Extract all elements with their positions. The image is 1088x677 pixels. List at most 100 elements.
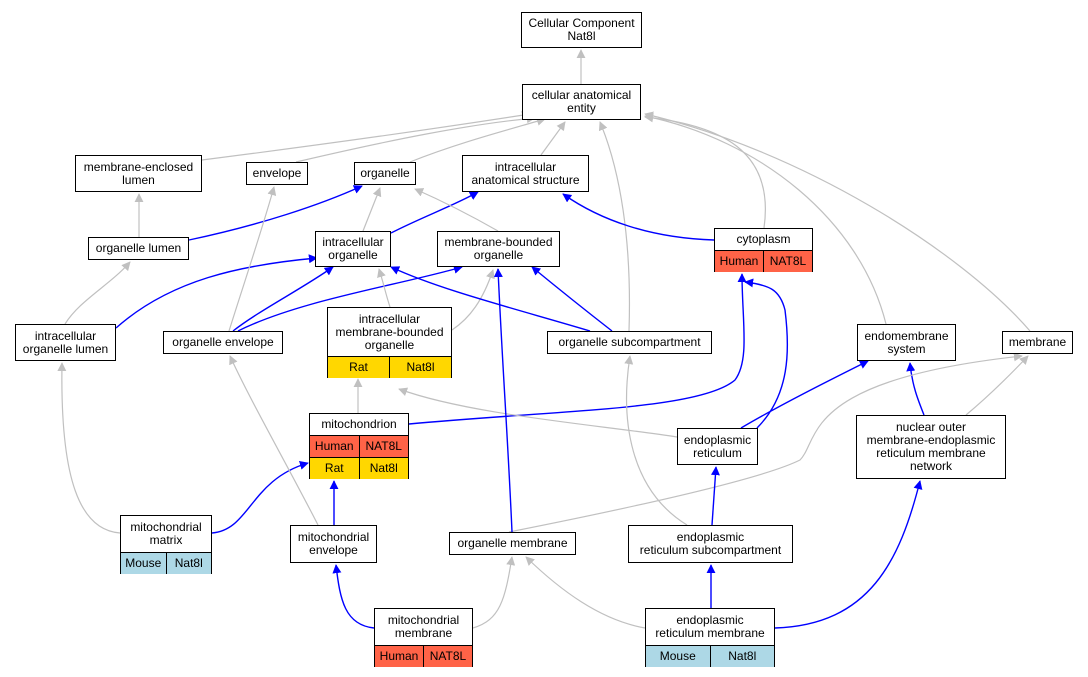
- node-label: intracellular anatomical structure: [471, 159, 580, 187]
- node-mitochondrial-membrane[interactable]: mitochondrial membrane Human NAT8L: [374, 608, 473, 667]
- edge-oe-to-io: [232, 266, 334, 332]
- annotation-row: Mouse Nat8l: [646, 645, 774, 667]
- node-mitochondrion[interactable]: mitochondrion Human NAT8L Rat Nat8l: [309, 413, 409, 479]
- node-intracellular-organelle[interactable]: intracellular organelle: [315, 231, 391, 267]
- species-cell: Human: [310, 436, 359, 457]
- edge-oe-to-env: [228, 186, 277, 332]
- node-intracellular-organelle-lumen[interactable]: intracellular organelle lumen: [15, 324, 116, 361]
- edge-mel-to-cae: [201, 110, 531, 161]
- node-intracellular-anatomical-structure[interactable]: intracellular anatomical structure: [462, 155, 589, 192]
- edge-ersc-to-er: [710, 466, 720, 526]
- edge-er-to-cyto: [744, 278, 789, 429]
- annotation-row: Human NAT8L: [310, 435, 408, 457]
- edge-mmem-to-om: [472, 556, 516, 629]
- node-label: nuclear outer membrane-endoplasmic retic…: [866, 420, 996, 473]
- edge-er-to-ems: [740, 360, 869, 429]
- node-mitochondrial-matrix[interactable]: mitochondrial matrix Mouse Nat8l: [120, 515, 212, 574]
- node-intracellular-membrane-bounded-organelle[interactable]: intracellular membrane-bounded organelle…: [327, 307, 452, 378]
- edge-mm-to-iol: [57, 362, 121, 534]
- edge-nom-to-ems: [906, 362, 925, 416]
- node-endoplasmic-reticulum-membrane[interactable]: endoplasmic reticulum membrane Mouse Nat…: [645, 608, 775, 667]
- edge-mem-to-cae: [644, 111, 1031, 332]
- edge-mm-to-mito: [211, 460, 309, 534]
- node-membrane-enclosed-lumen[interactable]: membrane-enclosed lumen: [75, 155, 202, 192]
- node-label: Cellular Component Nat8l: [528, 16, 635, 43]
- edge-er-to-imbo: [398, 387, 678, 438]
- gene-cell: Nat8l: [358, 458, 408, 479]
- edge-ias-to-cae: [540, 121, 566, 156]
- node-endomembrane-system[interactable]: endomembrane system: [857, 324, 956, 361]
- edge-iol-to-io: [115, 254, 318, 329]
- node-mitochondrial-envelope[interactable]: mitochondrial envelope: [290, 525, 377, 563]
- species-cell: Human: [715, 251, 763, 272]
- node-label: intracellular membrane-bounded organelle: [335, 311, 444, 352]
- gene-cell: NAT8L: [423, 646, 472, 667]
- node-label: mitochondrial matrix: [130, 520, 202, 547]
- node-label: envelope: [252, 166, 302, 180]
- annotation-row: Human NAT8L: [715, 250, 812, 272]
- node-membrane[interactable]: membrane: [1002, 331, 1073, 354]
- node-label: membrane: [1008, 335, 1067, 349]
- edge-osc-to-cae: [598, 121, 631, 332]
- edge-osc-to-io: [390, 266, 591, 332]
- node-organelle-subcompartment[interactable]: organelle subcompartment: [547, 331, 712, 354]
- node-endoplasmic-reticulum-subcompartment[interactable]: endoplasmic reticulum subcompartment: [628, 525, 793, 563]
- species-cell: Rat: [310, 458, 359, 479]
- annotation-row: Mouse Nat8l: [121, 552, 211, 574]
- edge-iol-to-ol: [64, 261, 131, 325]
- gene-cell: Nat8l: [165, 553, 211, 574]
- annotation-row: Rat Nat8l: [328, 356, 451, 378]
- gene-cell: NAT8L: [763, 251, 812, 272]
- edge-erm-to-nom: [774, 480, 923, 629]
- node-nuclear-outer-membrane-er-network[interactable]: nuclear outer membrane-endoplasmic retic…: [856, 415, 1006, 479]
- annotation-row: Rat Nat8l: [310, 457, 408, 479]
- edge-om-to-mem: [508, 352, 1023, 533]
- edge-me-to-oe: [229, 355, 319, 526]
- node-label: endomembrane system: [864, 328, 949, 356]
- annotation-row: Human NAT8L: [375, 645, 472, 667]
- edge-io-to-org: [362, 187, 382, 232]
- node-organelle[interactable]: organelle: [354, 162, 416, 185]
- node-endoplasmic-reticulum[interactable]: endoplasmic reticulum: [677, 428, 758, 465]
- node-cellular-anatomical-entity[interactable]: cellular anatomical entity: [522, 84, 641, 120]
- node-label: mitochondrial membrane: [387, 613, 460, 640]
- species-cell: Mouse: [121, 553, 166, 574]
- node-label: intracellular organelle lumen: [22, 328, 109, 356]
- edge-osc-to-mbo: [531, 266, 613, 332]
- node-label: endoplasmic reticulum: [683, 432, 752, 460]
- node-membrane-bounded-organelle[interactable]: membrane-bounded organelle: [437, 231, 560, 267]
- node-envelope[interactable]: envelope: [246, 162, 308, 185]
- node-label: organelle envelope: [172, 335, 274, 349]
- gene-cell: Nat8l: [389, 357, 451, 378]
- edge-imbo-to-mbo: [451, 269, 495, 331]
- node-label: membrane-bounded organelle: [444, 235, 553, 262]
- edge-ems-to-cae: [644, 113, 887, 325]
- edge-imbo-to-io: [377, 268, 391, 308]
- node-label: membrane-enclosed lumen: [83, 159, 194, 187]
- node-cellular-component[interactable]: Cellular Component Nat8l: [521, 12, 642, 48]
- edge-om-to-mbo: [493, 268, 513, 533]
- node-label: intracellular organelle: [322, 235, 384, 262]
- species-cell: Human: [375, 646, 423, 667]
- edge-mbo-to-org: [414, 188, 499, 232]
- node-cytoplasm[interactable]: cytoplasm Human NAT8L: [714, 228, 813, 272]
- node-organelle-envelope[interactable]: organelle envelope: [163, 331, 283, 354]
- node-organelle-lumen[interactable]: organelle lumen: [88, 237, 189, 260]
- node-label: organelle membrane: [457, 536, 568, 550]
- edge-io-to-ias: [390, 191, 479, 234]
- edge-env-to-cae: [295, 114, 536, 163]
- edge-org-to-cae: [409, 117, 546, 163]
- node-label: cellular anatomical entity: [531, 88, 632, 115]
- edge-nom-to-mem: [965, 355, 1029, 416]
- node-label: organelle: [360, 166, 410, 180]
- edge-mmem-to-me: [332, 564, 375, 629]
- edge-ersc-to-osc: [624, 355, 688, 526]
- gene-cell: NAT8L: [358, 436, 408, 457]
- node-organelle-membrane[interactable]: organelle membrane: [449, 532, 576, 555]
- edge-ol-to-org: [188, 185, 363, 241]
- gene-cell: Nat8l: [709, 646, 774, 667]
- edge-erm-to-om: [525, 556, 646, 629]
- node-label: organelle lumen: [95, 241, 182, 255]
